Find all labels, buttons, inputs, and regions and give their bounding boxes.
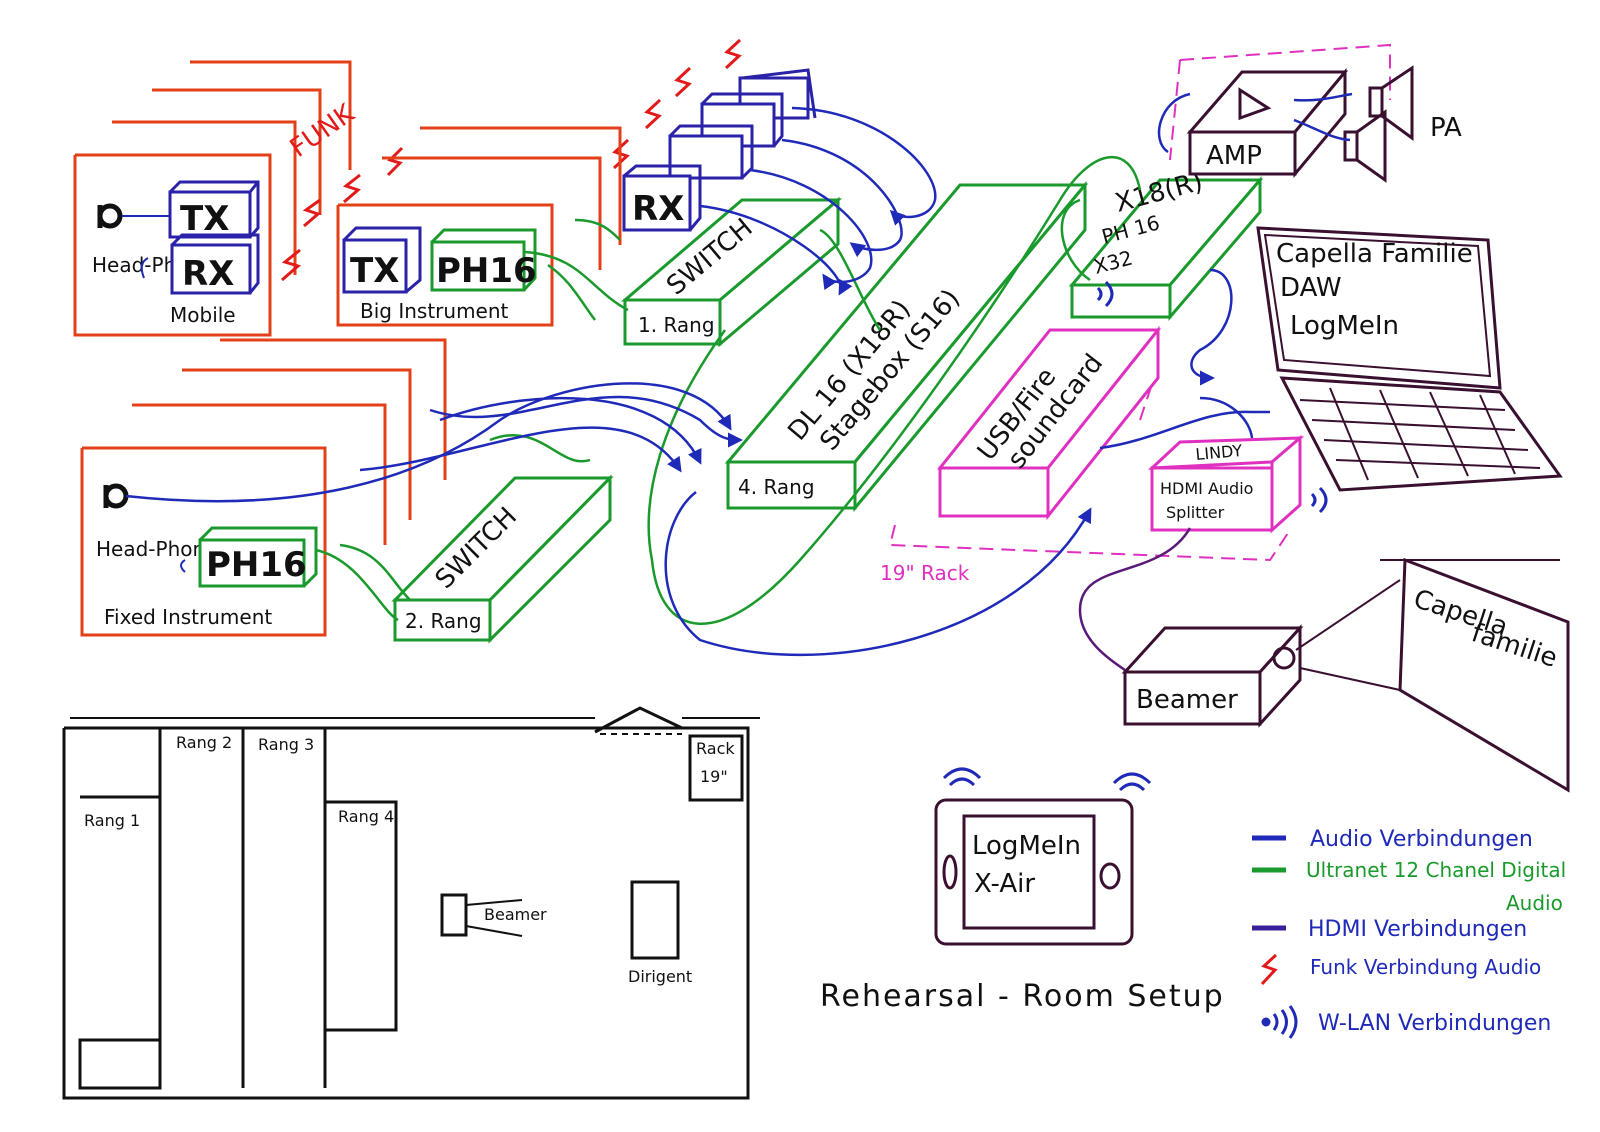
fixed-instrument-group — [80, 338, 447, 637]
laptop-line1: Capella Familie — [1276, 239, 1473, 269]
tablet-line1: LogMeIn — [972, 831, 1081, 861]
rang-1-label: 1. Rang — [638, 313, 715, 337]
hdmi-cables — [1078, 527, 1192, 672]
splitter-line1: HDMI Audio — [1160, 479, 1253, 498]
rang-2-label: 2. Rang — [405, 609, 482, 633]
amp-box — [1186, 67, 1349, 179]
fp-rang4: Rang 4 — [338, 807, 394, 826]
ph16-box-fixed — [198, 526, 318, 588]
rack-label: 19" Rack — [880, 561, 970, 585]
big-instrument-group — [336, 126, 622, 327]
beamer-box — [1121, 624, 1304, 728]
fp-rack-size: 19" — [700, 767, 728, 786]
diagram-title: Rehearsal - Room Setup — [820, 979, 1225, 1014]
beamer-label: Beamer — [1136, 685, 1238, 715]
laptop-line3: LogMeIn — [1290, 311, 1399, 341]
hdmi-splitter-box — [1147, 434, 1305, 534]
lindy-label: LINDY — [1195, 441, 1244, 464]
fp-beamer: Beamer — [484, 905, 547, 924]
projection-beam — [1295, 559, 1560, 691]
big-instrument-label: Big Instrument — [360, 299, 509, 323]
fp-rang3: Rang 3 — [258, 735, 314, 754]
laptop — [1256, 226, 1563, 492]
amp-label: AMP — [1206, 141, 1262, 171]
audio-cables — [125, 92, 1353, 657]
ph16-box-big — [430, 228, 537, 292]
legend-wlan: W-LAN Verbindungen — [1318, 1011, 1551, 1036]
legend-wlan-icon — [1261, 1005, 1298, 1039]
tablet — [934, 798, 1134, 946]
legend-hdmi: HDMI Verbindungen — [1308, 917, 1527, 942]
tablet-line2: X-Air — [974, 869, 1035, 899]
pa-label: PA — [1430, 113, 1462, 143]
fixed-instrument-label: Fixed Instrument — [104, 605, 272, 629]
ph16-label-fixed: PH16 — [206, 545, 307, 585]
legend-ultranet: Ultranet 12 Chanel Digital — [1306, 858, 1566, 882]
legend: Audio Verbindungen Ultranet 12 Chanel Di… — [1252, 827, 1566, 1039]
stagebox-box — [724, 180, 1089, 513]
fixed-instrument-box — [80, 446, 327, 637]
mobile-label: Mobile — [170, 303, 236, 327]
laptop-keyboard — [1299, 387, 1541, 481]
rx-box-mobile — [170, 233, 260, 295]
laptop-line2: DAW — [1280, 273, 1342, 303]
soundcard-box — [936, 325, 1162, 521]
switch-1-box — [620, 196, 843, 348]
funk-bolt-icons — [281, 38, 742, 282]
fp-rack: Rack — [696, 739, 735, 758]
headphone-icon-fixed — [103, 483, 129, 509]
tx-label-mobile: TX — [180, 199, 229, 239]
mobile-instrument-group — [73, 60, 352, 337]
tx-box-big — [342, 226, 422, 294]
fp-rang1: Rang 1 — [84, 811, 140, 830]
headphone-label-fixed: Head-Phone — [96, 537, 217, 561]
fp-rang2: Rang 2 — [176, 733, 232, 752]
projection-screen — [1398, 557, 1570, 793]
legend-ultranet-2: Audio — [1506, 891, 1563, 915]
mobile-instrument-box — [73, 153, 272, 337]
fp-dirigent: Dirigent — [628, 967, 692, 986]
wlan-icons — [942, 280, 1328, 792]
ultranet-cables — [315, 155, 1142, 625]
rx-receivers-stack — [622, 68, 817, 232]
legend-funk-bolt-icon — [1260, 953, 1278, 986]
mixer-box — [1068, 175, 1264, 322]
rx-label-mobile: RX — [182, 254, 234, 294]
ph16-label-big: PH16 — [436, 251, 537, 291]
rang-4-label: 4. Rang — [738, 475, 815, 499]
tx-box-mobile — [168, 180, 260, 239]
big-instrument-box — [336, 203, 554, 327]
legend-funk: Funk Verbindung Audio — [1310, 955, 1541, 979]
switch-2-box — [391, 474, 614, 644]
splitter-line2: Splitter — [1166, 503, 1225, 522]
legend-audio: Audio Verbindungen — [1310, 827, 1533, 852]
floorplan — [62, 706, 760, 1100]
headphone-icon-mobile — [97, 203, 123, 229]
speaker-icons — [1343, 65, 1414, 183]
tx-label-big: TX — [350, 251, 399, 291]
rx-label-main: RX — [632, 189, 684, 229]
